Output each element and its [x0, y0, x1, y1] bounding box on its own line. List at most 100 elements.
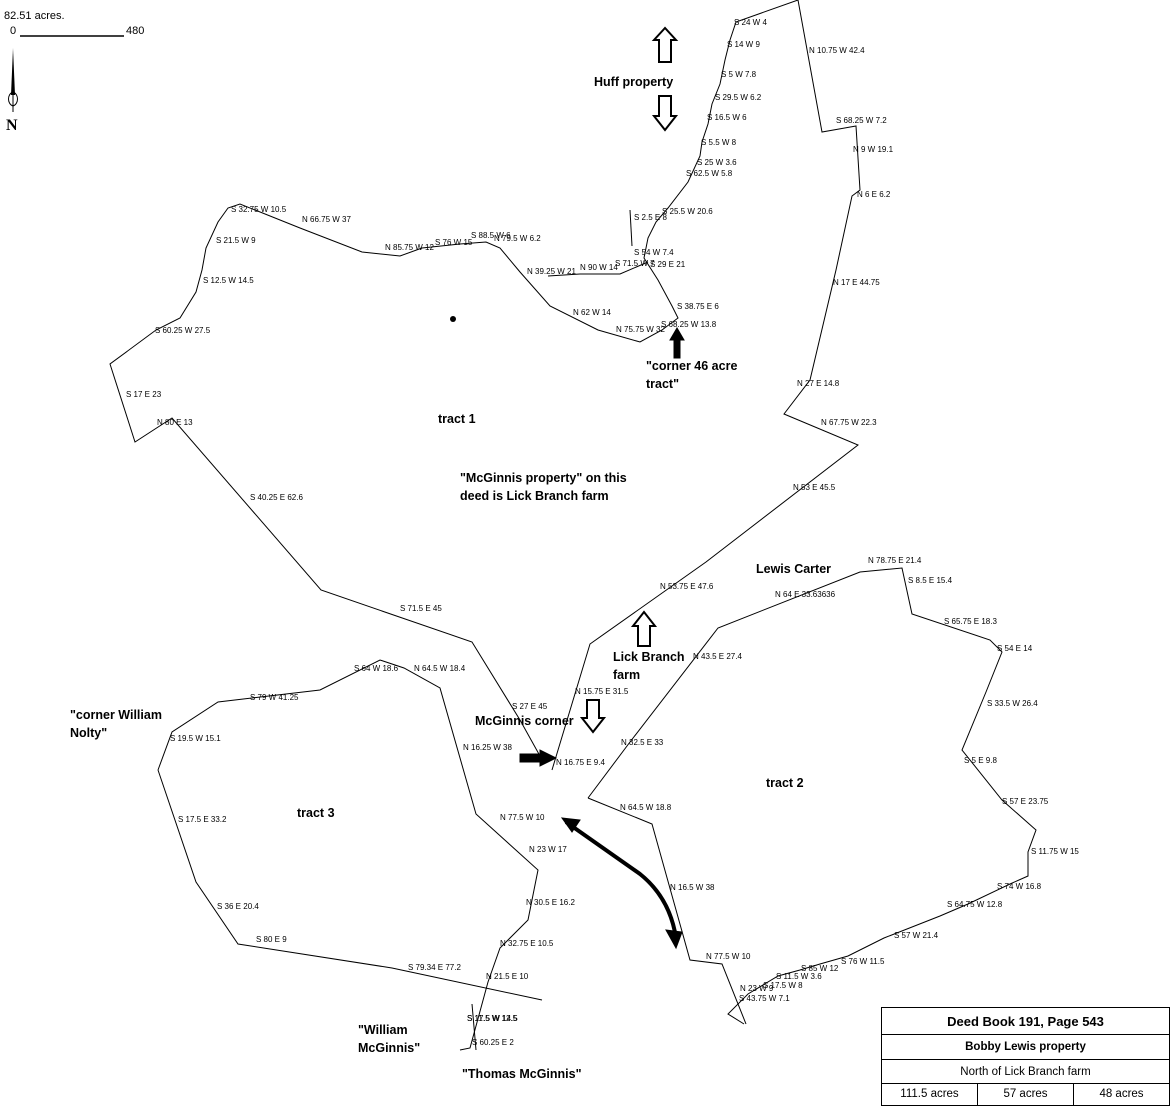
mcginnis-corner-label: McGinnis corner	[475, 714, 574, 728]
bearing-label: S 17 E 23	[126, 390, 162, 399]
bearing-label: N 6 E 6.2	[857, 190, 891, 199]
nolty-corner-label-line1: "corner William	[70, 708, 162, 722]
bearing-label: N 43.5 E 27.4	[693, 652, 742, 661]
bearing-label: S 62.5 W 5.8	[686, 169, 733, 178]
bearing-label: N 64 E 33.63636	[775, 590, 836, 599]
bearing-label: S 5 W 7.8	[721, 70, 757, 79]
scale-end-label: 480	[126, 25, 144, 37]
bearing-label: S 64 W 18.6	[354, 664, 399, 673]
bearing-label: S 54 W 7.4	[634, 248, 674, 257]
bearing-label: S 54 E 14	[997, 644, 1033, 653]
corner-46-label-line1: "corner 46 acre	[646, 359, 737, 373]
bearing-label: N 77.5 W 10	[706, 952, 751, 961]
bearing-label: N 67.75 W 22.3	[821, 418, 877, 427]
legend-location: North of Lick Branch farm	[882, 1060, 1169, 1084]
bearing-label: S 12.5 W 14.5	[203, 276, 254, 285]
nolty-corner-label-line2: Nolty"	[70, 726, 107, 740]
tract-3-label: tract 3	[297, 806, 335, 820]
bearing-label: S 14 W 9	[727, 40, 760, 49]
bearing-label: N 27 E 14.8	[797, 379, 840, 388]
bearing-label: N 39.25 W 21	[527, 267, 576, 276]
legend-acres-tract-1: 111.5 acres	[882, 1084, 978, 1105]
bearing-label: S 68.25 W 7.2	[836, 116, 887, 125]
tract-2-label: tract 2	[766, 776, 804, 790]
bearing-label: N 21.5 E 10	[486, 972, 529, 981]
bearing-label: S 2.5 E 8	[634, 213, 667, 222]
bearing-label: N 16.25 W 38	[463, 743, 512, 752]
bearing-label: S 85 W 12	[801, 964, 839, 973]
tract-3-boundary	[157, 659, 543, 1051]
bearing-label: N 90 W 14	[580, 263, 618, 272]
lick-branch-label-line1: Lick Branch	[613, 650, 685, 664]
bearing-label: S 71.5 W 7	[615, 259, 655, 268]
legend-acres-tract-2: 57 acres	[978, 1084, 1074, 1105]
bearing-label: S 17.5 E 33.2	[178, 815, 227, 824]
bearing-label: S 80 E 9	[256, 935, 287, 944]
bearing-label: N 23 W 17	[529, 845, 567, 854]
bearing-label: S 36 E 20.4	[217, 902, 259, 911]
bearing-label: N 16.5 W 38	[670, 883, 715, 892]
bearing-label: N 23 W 9	[740, 984, 774, 993]
annotations: Huff property "corner 46 acre tract" tra…	[70, 75, 831, 1081]
bearing-label: N 30.5 E 16.2	[526, 898, 575, 907]
north-label: N	[6, 117, 18, 134]
bearing-label: S 16.5 W 6	[707, 113, 747, 122]
bearing-label: N 53 E 45.5	[793, 483, 836, 492]
tract-1-label: tract 1	[438, 412, 476, 426]
bearing-label: S 74 W 16.8	[997, 882, 1042, 891]
survey-point-marker	[450, 316, 456, 322]
solid-arrow-icon	[519, 327, 685, 950]
bearing-label: S 57 E 23.75	[1002, 797, 1049, 806]
lick-branch-label-line2: farm	[613, 668, 640, 682]
bearing-label: S 25.5 W 20.6	[662, 207, 713, 216]
mcginnis-property-note-line2: deed is Lick Branch farm	[460, 489, 609, 503]
bearing-label: S 38.75 E 6	[677, 302, 719, 311]
bearing-label: N 53.75 E 47.6	[660, 582, 714, 591]
william-mcginnis-label-line1: "William	[358, 1023, 408, 1037]
north-arrow-icon: N	[6, 48, 18, 134]
bearing-label: S 60.25 W 27.5	[155, 326, 211, 335]
bearing-label: S 5.5 W 8	[701, 138, 737, 147]
legend-acres-tract-3: 48 acres	[1099, 1088, 1144, 1100]
bearing-label: S 29.5 W 6.2	[715, 93, 762, 102]
bearing-label: S 21.5 W 9	[216, 236, 256, 245]
bearing-label: S 11.75 W 15	[1031, 847, 1079, 856]
bearing-label: S 43.75 W 7.1	[739, 994, 790, 1003]
bearing-label: N 79.5 W 6.2	[494, 234, 541, 243]
bearing-label: N 85.75 W 12	[385, 243, 434, 252]
huff-property-label: Huff property	[594, 75, 673, 89]
bearing-label: N 77.5 W 10	[500, 813, 545, 822]
bearing-label: S 76 W 11.5	[841, 957, 885, 966]
tract-2-boundary	[587, 567, 1037, 1025]
bearing-label: S 11.5 W 3.6	[776, 972, 822, 981]
bearing-label: N 32.75 E 10.5	[500, 939, 554, 948]
bearing-label: S 57 W 21.4	[894, 931, 939, 940]
mcginnis-property-note-line1: "McGinnis property" on this	[460, 471, 627, 485]
bearing-label: N 15.75 E 31.5	[575, 687, 629, 696]
bearing-label: N 75.75 W 32	[616, 325, 665, 334]
bearing-label: S 79 W 41.25	[250, 693, 299, 702]
scale-start-label: 0	[10, 25, 16, 37]
bearing-label: S 19.5 W 15.1	[170, 734, 221, 743]
thomas-mcginnis-label: "Thomas McGinnis"	[462, 1067, 582, 1081]
bearing-label: S 17.5 W 14.5	[467, 1014, 518, 1023]
legend-owner: Bobby Lewis property	[882, 1035, 1169, 1060]
bearing-label: S 40.25 E 62.6	[250, 493, 303, 502]
bearing-label: S 33.5 W 26.4	[987, 699, 1038, 708]
bearing-label: S 68.25 W 13.8	[661, 320, 717, 329]
bearing-label: S 64.75 W 12.8	[947, 900, 1003, 909]
bearing-label: N 64.5 W 18.4	[414, 664, 466, 673]
bearing-label: S 79.34 E 77.2	[408, 963, 461, 972]
tract-1-boundary	[109, 0, 861, 771]
bearing-label: S 29 E 21	[650, 260, 686, 269]
bearing-label: S 27 E 45	[512, 702, 548, 711]
legend-acres-row: 111.5 acres 57 acres 48 acres	[882, 1084, 1169, 1105]
bearing-label: S 60.25 E 2	[472, 1038, 514, 1047]
bearing-label: N 32.5 E 33	[621, 738, 664, 747]
bearing-label: S 76 W 15	[435, 238, 473, 247]
bearing-label: N 80 E 13	[157, 418, 193, 427]
corner-46-label-line2: tract"	[646, 377, 679, 391]
bearing-label: S 65.75 E 18.3	[944, 617, 997, 626]
bearing-label: N 9 W 19.1	[853, 145, 894, 154]
